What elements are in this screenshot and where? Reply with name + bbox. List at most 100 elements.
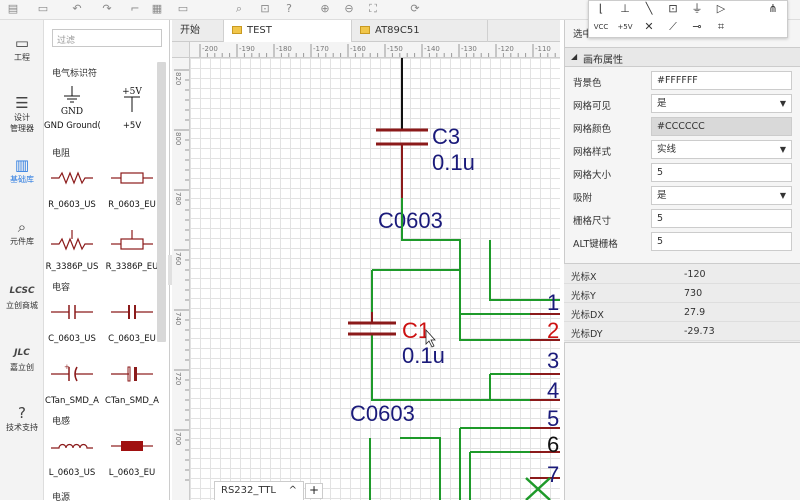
ruler-label: -130 bbox=[461, 45, 477, 53]
symbol-r-3386p-us[interactable]: R_3386P_US bbox=[44, 226, 100, 286]
tab-label: AT89C51 bbox=[375, 25, 420, 36]
library-scrollbar[interactable] bbox=[157, 62, 166, 342]
grid-style-select[interactable]: 实线▼ bbox=[651, 140, 792, 159]
sheet-tab[interactable]: RS232_TTL ^ bbox=[214, 481, 304, 500]
netport-icon[interactable]: ▷ bbox=[716, 2, 726, 15]
symbol-ctan-smd-eu[interactable]: CTan_SMD_A bbox=[104, 360, 160, 420]
symbol-plus5v[interactable]: +5V +5V bbox=[104, 84, 160, 144]
ground-icon[interactable]: ⏚ bbox=[691, 2, 703, 15]
add-sheet-button[interactable]: + bbox=[305, 483, 323, 499]
alt-snap-field[interactable]: 5 bbox=[651, 232, 792, 251]
tantalum-cap-eu-icon bbox=[111, 366, 153, 382]
net-wire[interactable] bbox=[371, 334, 560, 401]
zoom-out-icon[interactable]: ⊖ bbox=[344, 2, 354, 15]
prop-label: 网格颜色 bbox=[573, 124, 612, 135]
sidebar-item-basic-library[interactable]: ▥ 基础库 bbox=[0, 156, 44, 185]
tab-at89c51[interactable]: AT89C51 bbox=[352, 20, 488, 42]
wire-tool-icon[interactable]: ⌐ bbox=[130, 2, 140, 15]
line-icon[interactable]: ╲ bbox=[645, 2, 653, 15]
ruler-label: -120 bbox=[498, 45, 514, 53]
tab-start[interactable]: 开始 bbox=[172, 20, 224, 42]
net-wire[interactable] bbox=[372, 269, 560, 341]
category-power[interactable]: 电源 bbox=[52, 493, 71, 503]
basic-library-icon: ▥ bbox=[14, 156, 30, 174]
tab-test[interactable]: TEST bbox=[224, 20, 352, 42]
grid-size-field[interactable]: 5 bbox=[651, 163, 792, 182]
component-icon[interactable]: ⊡ bbox=[260, 2, 270, 15]
net-wire[interactable] bbox=[401, 198, 560, 315]
grid-color-field[interactable]: #CCCCCC bbox=[651, 117, 792, 136]
schematic-canvas[interactable]: C3 0.1u C0603 C1 0.1u C0603 1 2 3 bbox=[190, 58, 560, 500]
cursor-label: 光标DX bbox=[571, 310, 604, 321]
symbol-c-0603-us[interactable]: C_0603_US bbox=[44, 298, 100, 358]
category-electrical-symbols[interactable]: 电气标识符 bbox=[52, 69, 98, 79]
jlc-icon: JLC bbox=[14, 348, 30, 358]
prop-grid-style: 网格样式 实线▼ bbox=[569, 139, 797, 160]
horizontal-ruler: -200-190-180-170-160-150-140-130-120-110 bbox=[190, 42, 560, 58]
zoom-in-icon[interactable]: ⊕ bbox=[320, 2, 330, 15]
no-connect-icon[interactable]: ✕ bbox=[644, 20, 654, 33]
resistor-eu-icon bbox=[111, 172, 153, 184]
symbol-c-0603-eu[interactable]: C_0603_EU bbox=[104, 298, 160, 358]
ruler-label: -190 bbox=[239, 45, 255, 53]
prop-label: 栅格尺寸 bbox=[573, 216, 612, 227]
chip-icon[interactable]: ▦ bbox=[151, 2, 163, 15]
pin-number: 3 bbox=[547, 348, 559, 373]
fit-icon[interactable]: ⛶ bbox=[369, 2, 377, 15]
sheet-close-icon[interactable]: ^ bbox=[288, 485, 297, 496]
netflag-icon[interactable]: ⊡ bbox=[668, 2, 678, 15]
snap-select[interactable]: 是▼ bbox=[651, 186, 792, 205]
section-header[interactable]: ◢ 画布属性 bbox=[565, 47, 800, 67]
grid-visible-select[interactable]: 是▼ bbox=[651, 94, 792, 113]
comment-icon[interactable]: ▭ bbox=[177, 2, 189, 15]
symbol-gnd[interactable]: GND GND Ground( bbox=[44, 84, 100, 144]
symbol-label: GND Ground( bbox=[44, 121, 100, 131]
net-label-icon[interactable]: ⊸ bbox=[692, 20, 702, 33]
wire-icon[interactable]: ⌊ bbox=[598, 2, 604, 15]
symbol-ctan-smd-us[interactable]: + CTan_SMD_A bbox=[44, 360, 100, 420]
vcc-icon[interactable]: VCC bbox=[593, 23, 609, 31]
category-inductor[interactable]: 电感 bbox=[52, 417, 71, 427]
symbol-label: L_0603_US bbox=[48, 468, 96, 478]
symbol-l-0603-eu[interactable]: L_0603_EU bbox=[104, 432, 160, 492]
folder-icon[interactable]: ▭ bbox=[37, 2, 49, 15]
c3-footprint: C0603 bbox=[378, 208, 443, 233]
undo-icon[interactable]: ↶ bbox=[72, 2, 82, 15]
symbol-label: CTan_SMD_A bbox=[45, 396, 99, 406]
sidebar-item-project[interactable]: ▭ 工程 bbox=[0, 34, 44, 63]
net-wire[interactable] bbox=[400, 437, 441, 500]
plus5v-icon[interactable]: +5V bbox=[617, 23, 633, 31]
redo-icon[interactable]: ↷ bbox=[102, 2, 112, 15]
sidebar-item-jlc[interactable]: JLC 嘉立创 bbox=[0, 344, 44, 373]
bus-icon[interactable]: ⊥ bbox=[620, 2, 630, 15]
net-wire[interactable] bbox=[489, 240, 560, 301]
search-icon[interactable]: ⌕ bbox=[235, 2, 243, 15]
pin-icon[interactable]: ⌗ bbox=[717, 20, 725, 33]
probe-icon[interactable]: ⟋ bbox=[669, 20, 677, 33]
symbol-r-0603-us[interactable]: R_0603_US bbox=[44, 164, 100, 224]
symbol-l-0603-us[interactable]: L_0603_US bbox=[44, 432, 100, 492]
symbol-r-3386p-eu[interactable]: R_3386P_EU bbox=[104, 226, 160, 286]
collapse-handle[interactable] bbox=[168, 255, 174, 285]
sidebar-item-support[interactable]: ? 技术支持 bbox=[0, 404, 44, 433]
category-capacitor[interactable]: 电容 bbox=[52, 283, 71, 293]
snap-size-field[interactable]: 5 bbox=[651, 209, 792, 228]
no-connect-icon[interactable] bbox=[525, 477, 551, 500]
rotate-icon[interactable]: ⟳ bbox=[410, 2, 420, 15]
chevron-down-icon: ▼ bbox=[779, 191, 786, 200]
sidebar-item-design-manager[interactable]: ☰ 设计 管理器 bbox=[0, 94, 44, 134]
sidebar-item-component-library[interactable]: ⌕ 元件库 bbox=[0, 218, 44, 247]
symbol-r-0603-eu[interactable]: R_0603_EU bbox=[104, 164, 160, 224]
c3-name: C3 bbox=[432, 124, 460, 149]
menu-icon[interactable]: ▤ bbox=[7, 2, 19, 15]
sidebar-item-lcsc[interactable]: LCSC 立创商城 bbox=[0, 282, 44, 311]
category-resistor[interactable]: 电阻 bbox=[52, 149, 71, 159]
bus-entry-icon[interactable]: ⋔ bbox=[768, 2, 778, 15]
background-color-field[interactable]: #FFFFFF bbox=[651, 71, 792, 90]
cursor-dx-row: 光标DX 27.9 bbox=[564, 304, 800, 322]
help-icon[interactable]: ? bbox=[286, 2, 292, 15]
tantalum-cap-us-icon: + bbox=[51, 363, 93, 382]
library-search-input[interactable]: 过滤 bbox=[52, 29, 162, 47]
ruler-label: -140 bbox=[424, 45, 440, 53]
